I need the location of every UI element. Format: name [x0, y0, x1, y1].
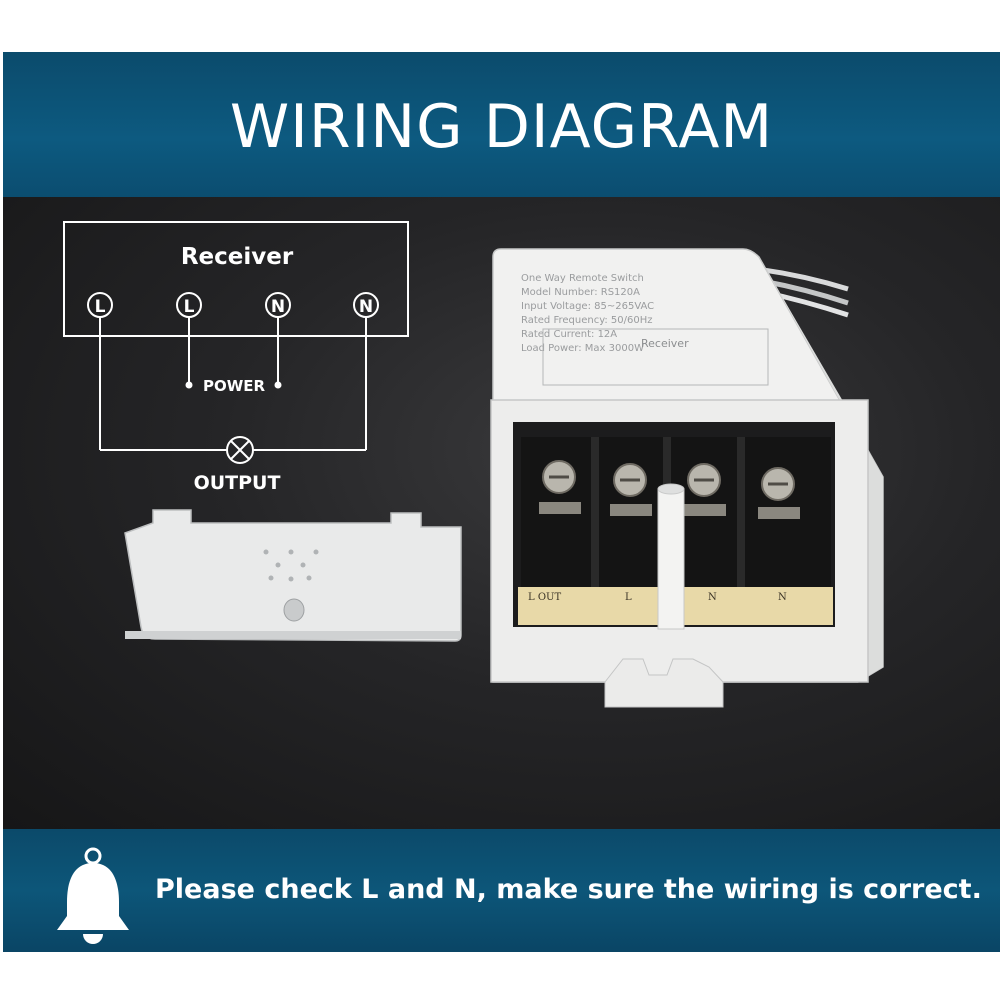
- power-dot-n: [274, 381, 282, 389]
- terminal-l2-label: L: [184, 297, 195, 317]
- device-label-line-6: Load Power: Max 3000W: [521, 343, 644, 354]
- device-label-line-3: Input Voltage: 85~265VAC: [521, 301, 654, 312]
- power-label: POWER: [203, 377, 266, 395]
- terminal-cover: [124, 509, 462, 642]
- board-label-n1: N: [708, 592, 717, 603]
- header-banner: WIRING DIAGRAM: [3, 52, 1000, 197]
- lamp-icon: [226, 436, 254, 464]
- wiring-diagram-frame: WIRING DIAGRAM: [3, 52, 1000, 952]
- device-label-line-5: Rated Current: 12A: [521, 329, 617, 340]
- output-label: OUTPUT: [194, 472, 281, 494]
- receiver-device: One Way Remote Switch Model Number: RS12…: [490, 248, 884, 708]
- device-receiver-label: Receiver: [641, 337, 689, 350]
- page-title: WIRING DIAGRAM: [229, 92, 774, 162]
- terminal-n2-label: N: [359, 297, 373, 317]
- board-label-lout: L OUT: [528, 592, 561, 603]
- terminal-l1-label: L: [95, 297, 106, 317]
- wiring-schematic: [63, 221, 409, 464]
- device-label-line-1: One Way Remote Switch: [521, 273, 644, 284]
- receiver-box: [63, 221, 409, 337]
- device-label-line-2: Model Number: RS120A: [521, 287, 640, 298]
- receiver-label: Receiver: [181, 244, 294, 270]
- footer-banner: Please check L and N, make sure the wiri…: [3, 829, 1000, 952]
- board-label-l: L: [625, 592, 632, 603]
- power-dot-l: [185, 381, 193, 389]
- terminal-n1-label: N: [271, 297, 285, 317]
- product-photo: Receiver L L N N POWER OUTPUT: [3, 197, 1000, 829]
- board-label-n2: N: [778, 592, 787, 603]
- lamp-cross-b: [230, 440, 250, 460]
- bell-icon: [57, 847, 129, 944]
- device-label-line-4: Rated Frequency: 50/60Hz: [521, 315, 653, 326]
- photo-scene: Receiver L L N N POWER OUTPUT: [63, 221, 884, 708]
- wiring-warning-text: Please check L and N, make sure the wiri…: [155, 874, 982, 905]
